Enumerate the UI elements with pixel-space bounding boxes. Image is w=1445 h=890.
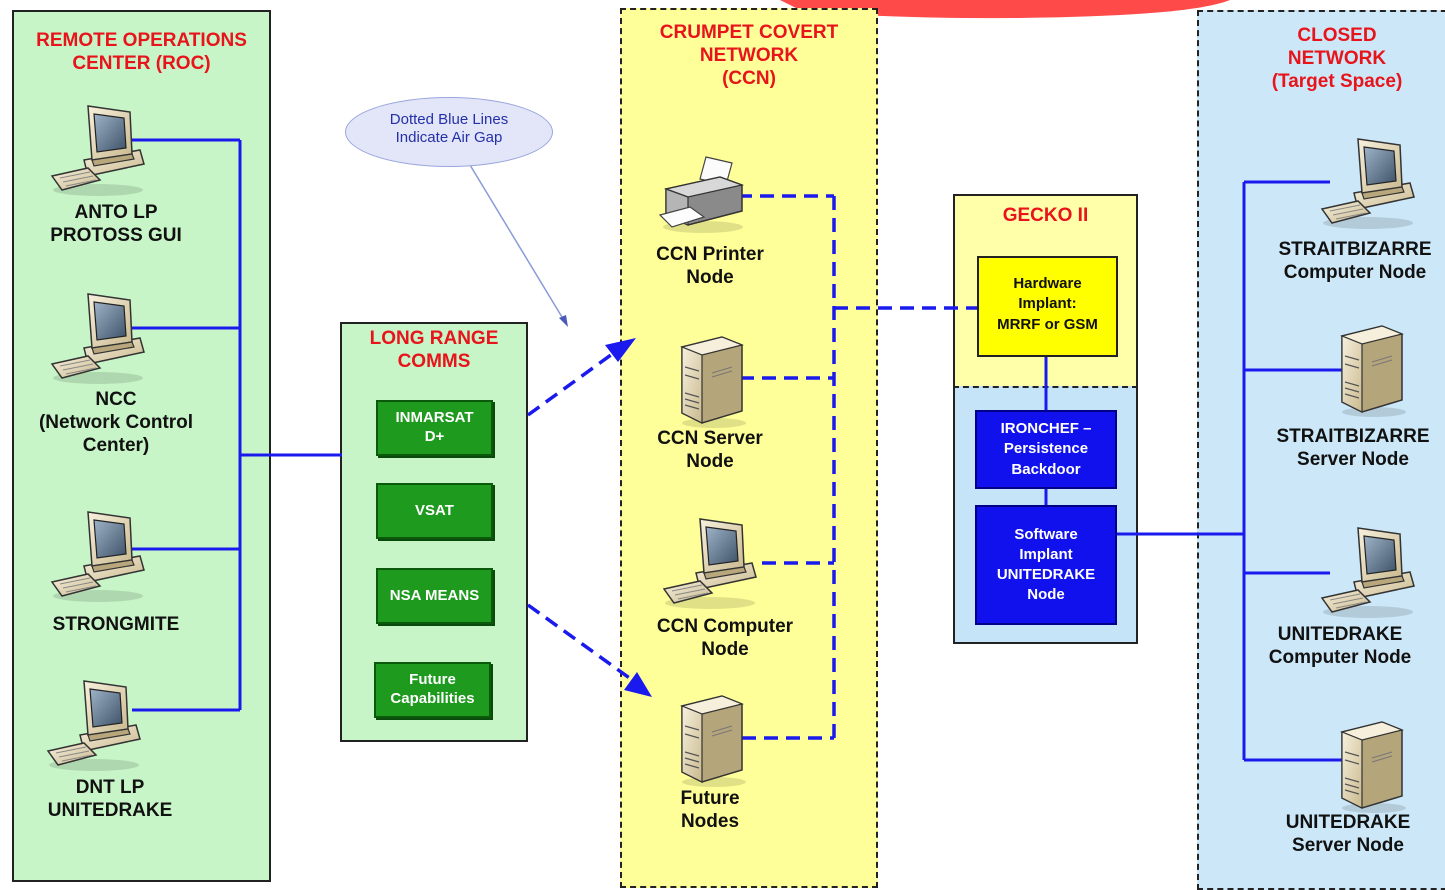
desktop-computer-icon [44,677,144,772]
roc-panel [12,10,271,882]
server-tower-icon [672,692,752,787]
comms-vsat: VSAT [376,483,493,539]
hardware-implant-text: Hardware Implant: MRRF or GSM [997,275,1098,333]
server-tower-icon [1332,322,1412,417]
ccn-server-label: CCN Server Node [657,428,763,472]
desktop-computer-icon [660,515,760,610]
ccn-future-label: Future Nodes [680,788,740,832]
gecko-title: GECKO II [1002,205,1089,226]
comms-nsa-means: NSA MEANS [376,568,493,624]
desktop-computer-icon [48,290,148,385]
comms-future-capabilities: Future Capabilities [374,662,491,718]
roc-title: REMOTE OPERATIONS CENTER (ROC) [36,30,247,74]
roc-node-ncc-label: NCC (Network Control Center) [38,389,194,456]
desktop-computer-icon [48,508,148,603]
closed-network-title: CLOSED NETWORK (Target Space) [1271,25,1403,92]
roc-node-strongmite-label: STRONGMITE [52,614,180,635]
ccn-printer-label: CCN Printer Node [656,244,764,288]
roc-node-dnt-label: DNT LP UNITEDRAKE [47,777,173,821]
desktop-computer-icon [1318,524,1418,619]
unitedrake-server-label: UNITEDRAKE Server Node [1285,812,1411,856]
comms-title: LONG RANGE COMMS [369,328,499,372]
comms-inmarsat: INMARSAT D+ [376,400,493,456]
roc-node-anto-label: ANTO LP PROTOSS GUI [50,202,182,246]
server-tower-icon [672,333,752,428]
printer-icon [658,155,748,235]
top-red-scribble [780,0,1230,19]
ironchef-box: IRONCHEF – Persistence Backdoor [975,410,1117,489]
desktop-computer-icon [48,102,148,197]
server-tower-icon [1332,718,1412,813]
software-implant-box: Software Implant UNITEDRAKE Node [975,505,1117,625]
straitbizarre-computer-label: STRAITBIZARRE Computer Node [1278,239,1432,283]
unitedrake-computer-label: UNITEDRAKE Computer Node [1268,624,1412,668]
desktop-computer-icon [1318,135,1418,230]
air-gap-callout [345,97,553,167]
straitbizarre-server-label: STRAITBIZARRE Server Node [1276,426,1430,470]
air-gap-callout-text: Dotted Blue Lines Indicate Air Gap [389,111,509,146]
ccn-computer-label: CCN Computer Node [656,616,794,660]
ccn-title: CRUMPET COVERT NETWORK (CCN) [659,22,839,89]
hardware-implant-box [977,256,1118,357]
